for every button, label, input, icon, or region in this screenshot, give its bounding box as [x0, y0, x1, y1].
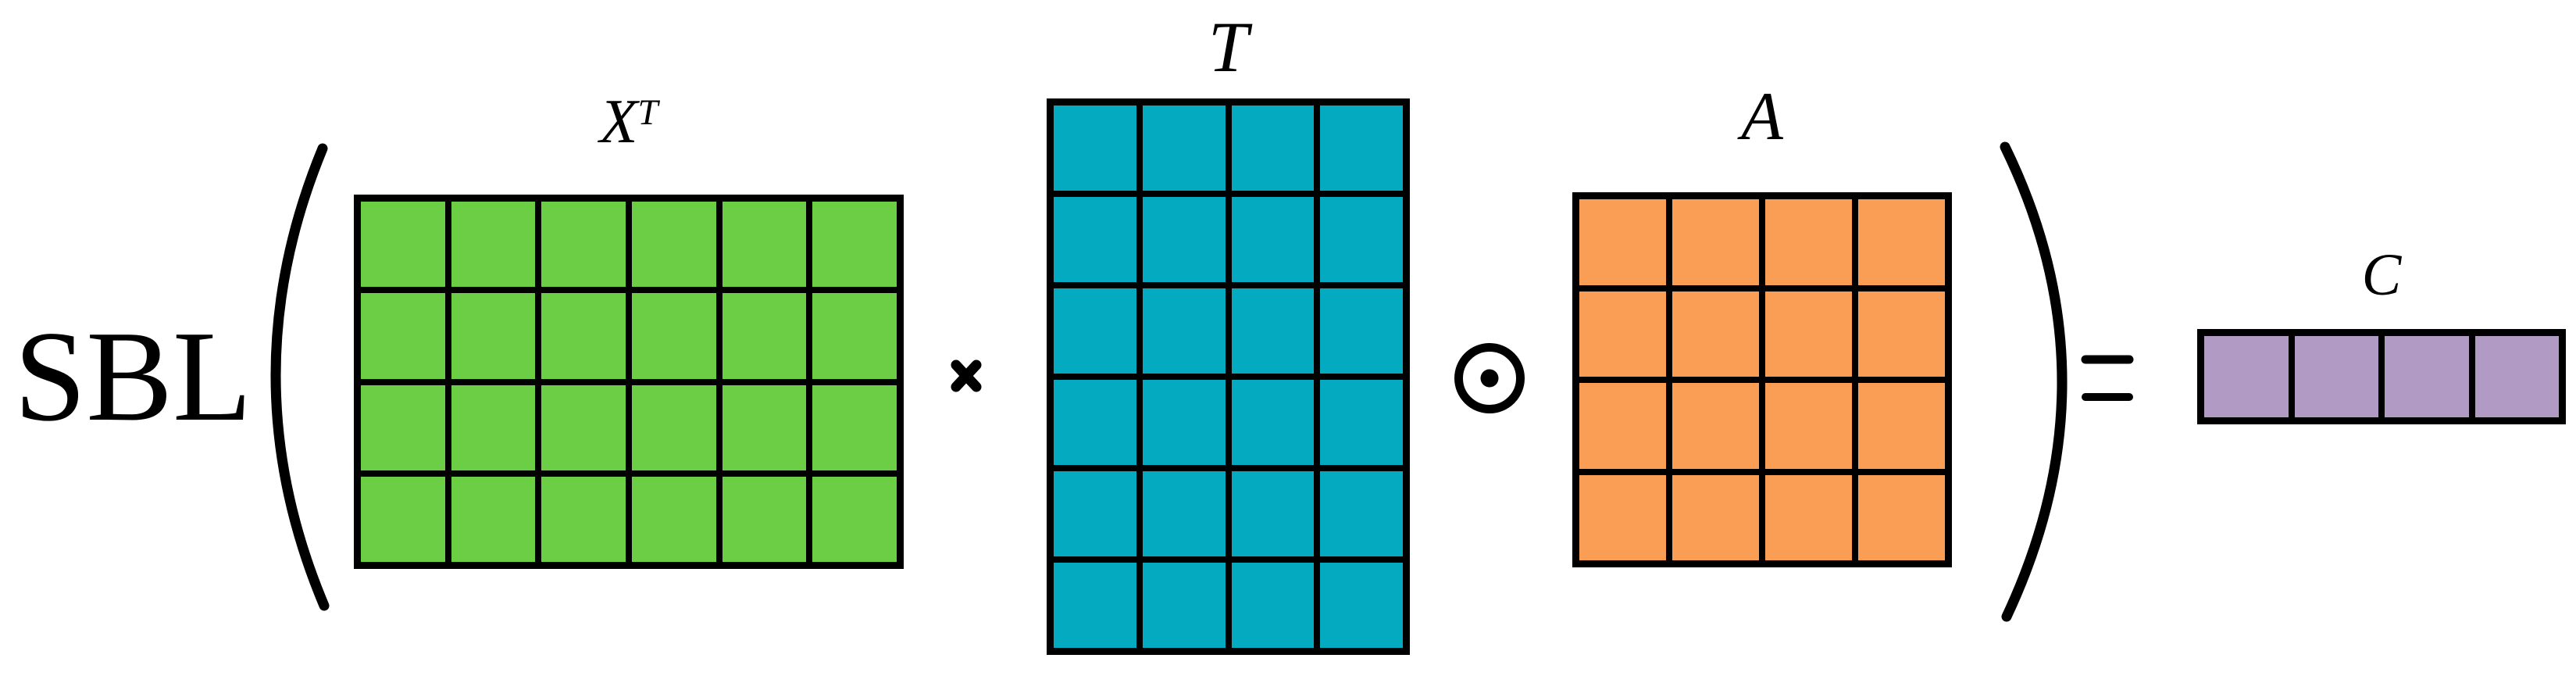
- matrix-cell: [1142, 288, 1226, 374]
- matrix-cell: [1320, 471, 1403, 556]
- matrix-t: [1047, 98, 1410, 655]
- close-paren-symbol: [2000, 141, 2068, 622]
- matrix-cell: [1054, 288, 1136, 374]
- matrix-cell: [451, 293, 536, 379]
- vector-c: [2197, 329, 2566, 424]
- matrix-cell: [1765, 383, 1852, 469]
- matrix-cell: [812, 202, 897, 288]
- matrix-cell: [1142, 106, 1226, 191]
- matrix-cell: [541, 202, 626, 288]
- matrix-cell: [722, 384, 807, 470]
- matrix-cell: [1054, 380, 1136, 465]
- matrix-cell: [1858, 291, 1945, 377]
- matrix-cell: [1231, 563, 1315, 648]
- matrix-cell: [2474, 336, 2559, 417]
- matrix-cell: [1231, 197, 1315, 282]
- matrix-cell: [1765, 199, 1852, 285]
- matrix-cell: [1579, 383, 1666, 469]
- matrix-cell: [451, 384, 536, 470]
- matrix-cell: [1231, 288, 1315, 374]
- matrix-cell: [1320, 106, 1403, 191]
- matrix-cell: [1142, 197, 1226, 282]
- matrix-cell: [812, 293, 897, 379]
- matrix-cell: [1858, 474, 1945, 560]
- matrix-cell: [631, 384, 716, 470]
- matrix-cell: [2204, 336, 2289, 417]
- matrix-cell: [722, 476, 807, 562]
- matrix-cell: [2385, 336, 2469, 417]
- matrix-cell: [1320, 288, 1403, 374]
- open-paren-symbol: [270, 143, 330, 611]
- matrix-cell: [541, 476, 626, 562]
- matrix-cell: [631, 476, 716, 562]
- matrix-cell: [722, 202, 807, 288]
- matrix-x-transpose: [354, 195, 904, 569]
- matrix-cell: [1142, 563, 1226, 648]
- matrix-cell: [1054, 563, 1136, 648]
- matrix-cell: [1054, 197, 1136, 282]
- matrix-cell: [631, 293, 716, 379]
- matrix-a: [1572, 192, 1952, 567]
- matrix-cell: [1672, 474, 1759, 560]
- matrix-cell: [1765, 291, 1852, 377]
- matrix-cell: [1054, 471, 1136, 556]
- matrix-cell: [1054, 106, 1136, 191]
- matrix-cell: [1579, 291, 1666, 377]
- matrix-cell: [1672, 199, 1759, 285]
- matrix-cell: [812, 476, 897, 562]
- matrix-cell: [1320, 197, 1403, 282]
- matrix-cell: [812, 384, 897, 470]
- matrix-cell: [1579, 474, 1666, 560]
- matrix-cell: [1765, 474, 1852, 560]
- matrix-cell: [631, 202, 716, 288]
- matrix-cell: [361, 293, 445, 379]
- matrix-cell: [451, 476, 536, 562]
- matrix-cell: [361, 384, 445, 470]
- equals-sign: [2081, 355, 2134, 401]
- matrix-cell: [2294, 336, 2378, 417]
- matrix-cell: [1142, 471, 1226, 556]
- times-icon: [951, 359, 982, 392]
- matrix-cell: [722, 293, 807, 379]
- matrix-cell: [1858, 199, 1945, 285]
- matrix-cell: [1672, 383, 1759, 469]
- matrix-cell: [451, 202, 536, 288]
- matrix-cell: [1231, 471, 1315, 556]
- hadamard-product-icon: [1454, 343, 1525, 413]
- matrix-cell: [1672, 291, 1759, 377]
- matrix-cell: [1231, 106, 1315, 191]
- matrix-cell: [1142, 380, 1226, 465]
- function-name-label: SBL: [14, 304, 252, 448]
- matrix-cell: [1858, 383, 1945, 469]
- matrix-cell: [1231, 380, 1315, 465]
- matrix-cell: [1579, 199, 1666, 285]
- matrix-cell: [541, 293, 626, 379]
- matrix-cell: [1320, 563, 1403, 648]
- matrix-cell: [541, 384, 626, 470]
- matrix-cell: [361, 476, 445, 562]
- matrix-cell: [361, 202, 445, 288]
- matrix-cell: [1320, 380, 1403, 465]
